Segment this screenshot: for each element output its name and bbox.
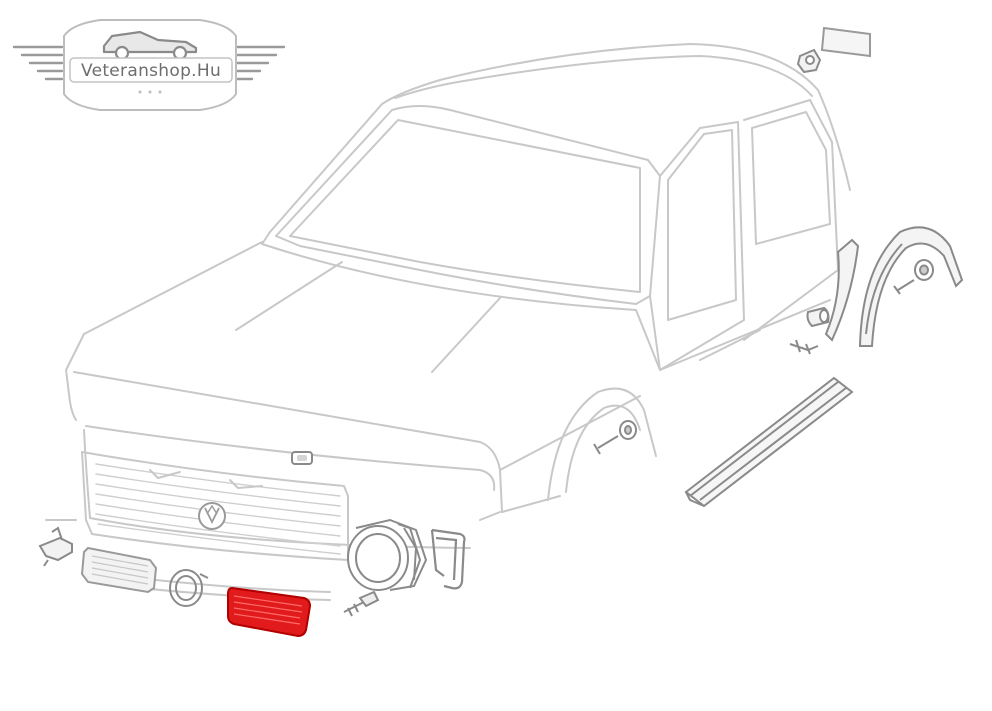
wheel-arch-screw-front[interactable]	[593, 435, 619, 455]
logo-dots	[138, 90, 162, 94]
wheel-arch-clip-front[interactable]	[619, 420, 637, 440]
rear-arch-clip[interactable]	[914, 259, 934, 281]
car-body-outline	[45, 43, 851, 601]
hood-clip-part[interactable]	[291, 451, 313, 465]
top-clip-part[interactable]	[796, 48, 822, 74]
grille-badge-icon[interactable]	[198, 502, 226, 530]
sill-trim-strip[interactable]	[684, 376, 854, 508]
logo-right-wing	[234, 45, 286, 81]
side-marker-lens[interactable]	[80, 546, 158, 594]
rear-arch-fastener[interactable]	[789, 339, 819, 355]
rear-arch-screw[interactable]	[893, 279, 915, 295]
rear-arch-trim-left[interactable]	[824, 238, 860, 342]
screw-part-front[interactable]	[343, 590, 380, 617]
rear-arch-grommet[interactable]	[806, 306, 830, 328]
label-plate-part[interactable]	[820, 26, 871, 58]
logo-text: Veteranshop.Hu	[81, 61, 221, 81]
logo-text-panel	[69, 57, 233, 83]
logo-car-icon	[102, 30, 198, 61]
veteranshop-logo[interactable]: Veteranshop.Hu	[12, 19, 286, 111]
red-grille-insert-highlighted[interactable]	[227, 586, 312, 638]
headlamp-assembly[interactable]	[347, 518, 428, 591]
gasket-ring-part[interactable]	[169, 569, 209, 607]
hood-latch-part[interactable]	[38, 526, 73, 567]
headlamp-frame-bracket[interactable]	[430, 528, 466, 590]
logo-left-wing	[12, 45, 64, 81]
rear-arch-flare[interactable]	[858, 226, 964, 347]
